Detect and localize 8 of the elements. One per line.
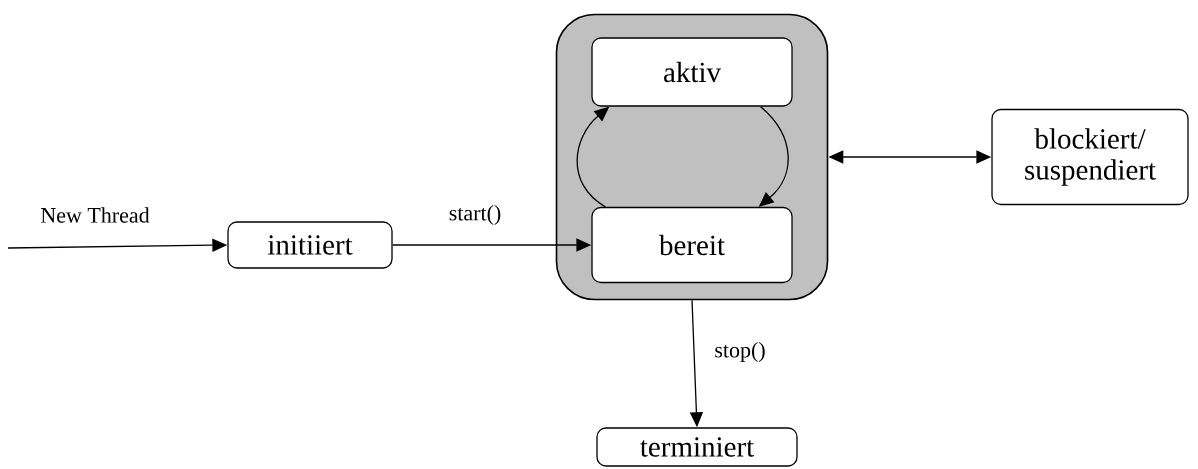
edge-label: start() (447, 204, 503, 226)
state-box: initiiert (227, 221, 393, 269)
state-box: blockiert/ suspendiert (991, 108, 1189, 206)
edge-label: New Thread (39, 206, 151, 224)
state-box: bereit (591, 206, 793, 284)
edge-label: stop() (713, 341, 767, 363)
state-box: terminiert (596, 427, 798, 467)
state-box: aktiv (591, 37, 793, 107)
